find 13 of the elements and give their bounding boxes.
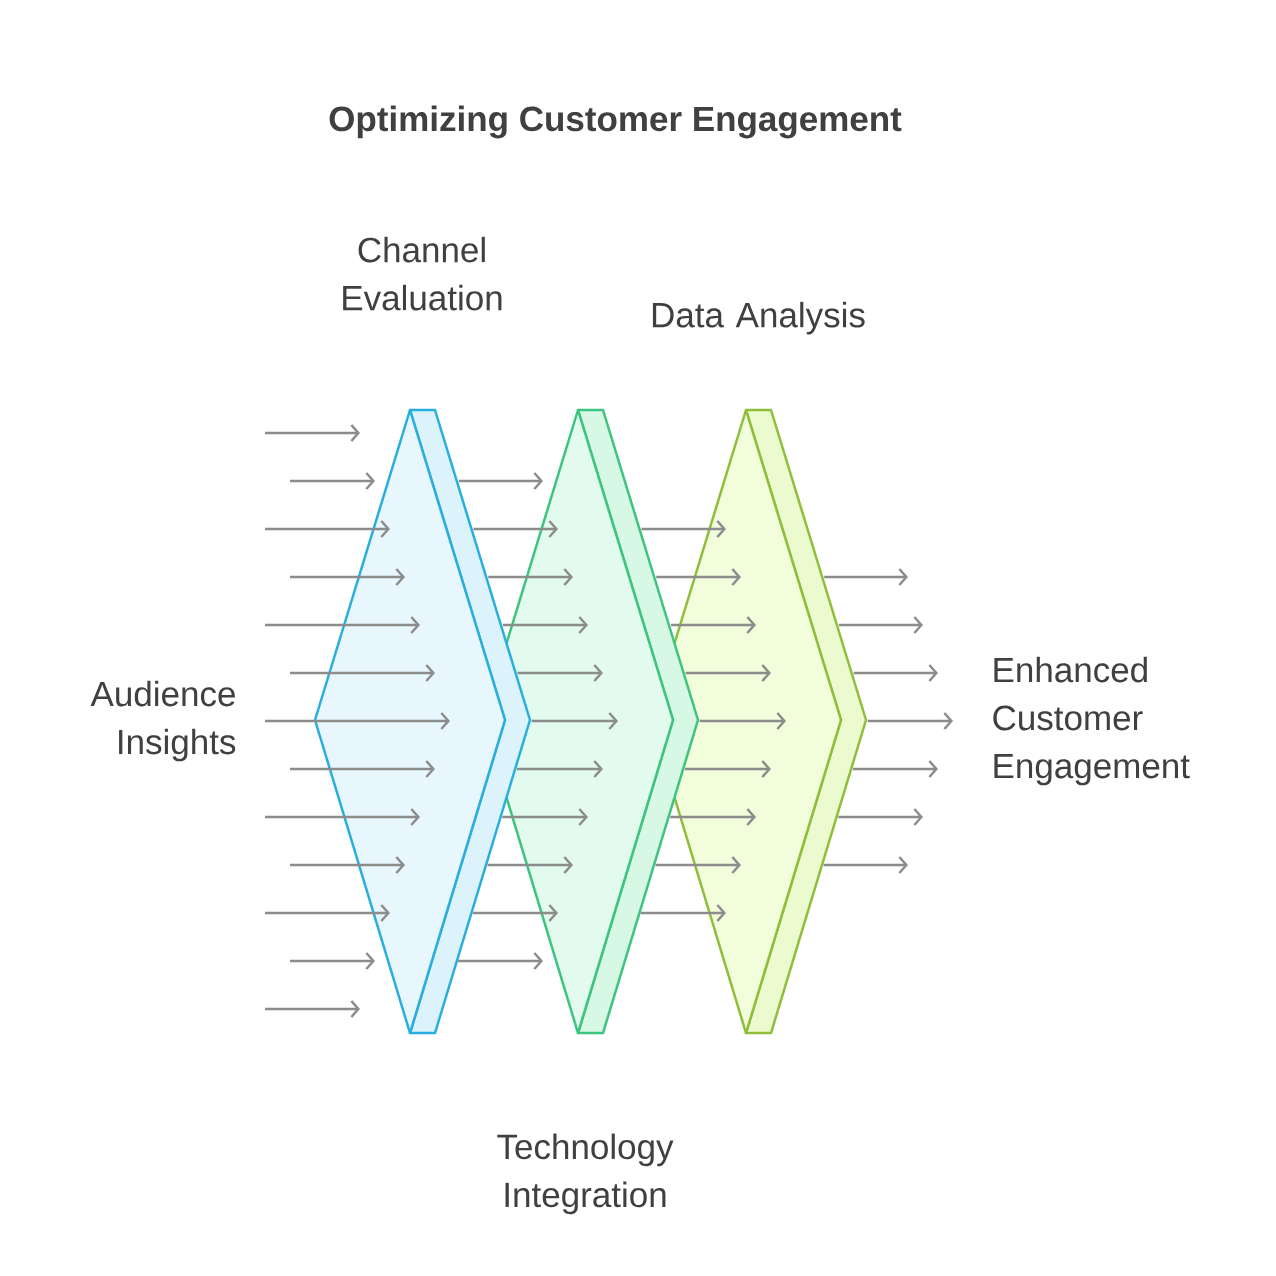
arrow [853, 760, 938, 778]
text-label: Enhanced Customer Engagement [993, 656, 1190, 786]
title: Optimizing Customer Engagement [329, 105, 902, 139]
stage-label: Channel Evaluation [343, 236, 502, 311]
stage-label: Data Analysis [652, 301, 865, 335]
arrow [853, 664, 938, 682]
arrow [823, 856, 908, 874]
arrow [867, 712, 953, 730]
arrow [838, 808, 923, 826]
arrow [824, 568, 908, 586]
stage-label: Technology Integration [497, 1133, 674, 1215]
text-label: Audience Insights [90, 680, 236, 762]
arrow [838, 616, 923, 634]
